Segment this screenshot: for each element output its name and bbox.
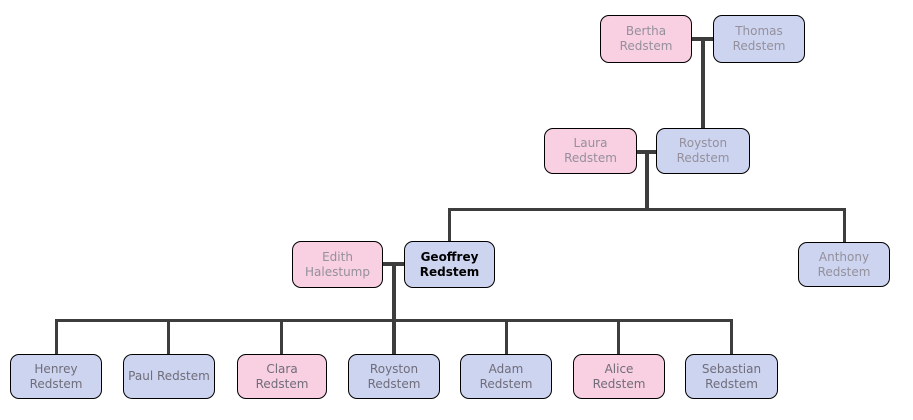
person-name-line: Redstem	[619, 39, 673, 53]
person-name-line: Redstem	[817, 264, 871, 279]
person-name-line: Edith	[322, 249, 353, 264]
person-name-line: Redstem	[367, 376, 421, 391]
person-name-line: Royston	[369, 361, 419, 376]
person-name-line: Laura	[573, 136, 608, 150]
person-name-line: Redstem	[676, 151, 730, 165]
person-name-line: Henrey	[34, 361, 78, 376]
person-name-line: Anthony	[818, 249, 870, 264]
person-name-line: Redstem	[705, 376, 758, 391]
connector-descent-to-royston-sr	[701, 41, 705, 128]
connector-marriage-bar-bertha-thomas	[692, 37, 713, 41]
person-name-line: Geoffrey	[420, 249, 479, 264]
person-name-line: Royston	[678, 136, 728, 150]
person-name-line: Alice	[604, 361, 634, 376]
connector-descent-laura-royston	[645, 154, 649, 211]
connector-drop-to-alice	[617, 319, 620, 354]
connector-drop-to-paul	[167, 319, 170, 354]
connector-drop-to-henrey	[55, 319, 58, 354]
person-name-line: Paul Redstem	[128, 369, 210, 383]
connector-drop-to-clara	[280, 319, 283, 354]
person-name-line: Redstem	[732, 39, 786, 53]
person-name-line: Redstem	[564, 151, 617, 165]
person-name-line: Halestump	[305, 264, 370, 279]
person-name-line: Redstem	[419, 264, 480, 279]
person-name-line: Thomas	[735, 24, 783, 38]
connector-drop-to-geoffrey	[448, 208, 451, 241]
person-name-line: Redstem	[29, 376, 83, 391]
connector-marriage-bar-laura-royston	[637, 150, 657, 154]
person-name-line: Sebastian	[701, 361, 762, 376]
connector-sibling-rail-children	[55, 319, 733, 322]
person-name-line: Redstem	[479, 376, 533, 391]
connector-drop-to-sebastian	[730, 319, 733, 354]
connector-descent-edith-geoffrey	[392, 266, 396, 354]
person-name-line: Bertha	[625, 24, 667, 38]
person-node-paul[interactable]: Paul Redstem	[123, 354, 215, 399]
person-name-line: Clara	[266, 361, 298, 376]
connector-drop-to-anthony	[843, 208, 846, 242]
person-name-line: Redstem	[592, 376, 646, 391]
person-name-line: Redstem	[255, 376, 309, 391]
connector-marriage-bar-edith-geoffrey	[383, 262, 404, 266]
person-name-line: Adam	[488, 361, 524, 376]
connector-drop-to-adam	[505, 319, 508, 354]
connector-sibling-rail-gen3	[448, 208, 846, 211]
